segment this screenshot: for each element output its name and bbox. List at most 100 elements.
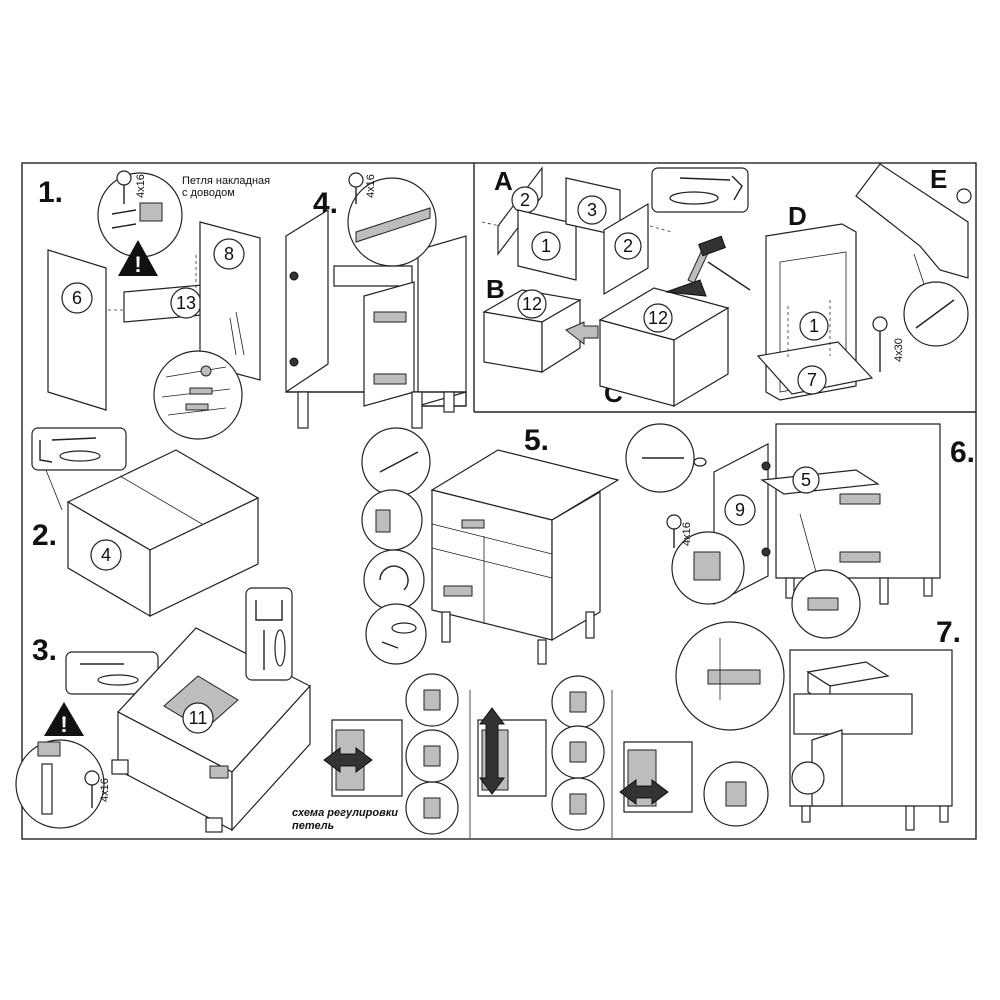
- outer-frame: [21, 162, 977, 840]
- leg-bracket-icon: [37, 741, 61, 757]
- cam-connector-icon: [59, 450, 101, 462]
- step5-detail-circle-2: [361, 489, 423, 551]
- svg-text:4x30: 4x30: [893, 338, 905, 362]
- hex-key-icon: [255, 600, 283, 621]
- drawer-rail-lower: [373, 373, 407, 385]
- step5-detail-circle-1: [361, 427, 431, 497]
- hinge-scheme-caption-line1: схема регулировки: [292, 807, 398, 819]
- part-11-marker: [182, 702, 214, 734]
- part-4-label: 4: [101, 545, 111, 565]
- step-7-number: 7.: [936, 616, 961, 649]
- screw-4x16-icon-step4: 4x16: [348, 172, 377, 204]
- leg-icon: [209, 765, 229, 779]
- part-5-label: 5: [801, 470, 811, 490]
- part-4-marker: [90, 539, 122, 571]
- step5-detail-circle-3: [363, 549, 425, 611]
- hinge-icon: [569, 691, 587, 713]
- part-8-label: 8: [224, 244, 234, 264]
- screw-4x16-icon-step1: 4x16: [116, 170, 147, 204]
- drawer-rail-icon: [707, 669, 761, 685]
- svg-text:!: !: [134, 252, 141, 277]
- svg-text:!: !: [60, 712, 67, 737]
- step-1: 1. 6 13 8 4x16 Петля накладная с доводом…: [38, 170, 270, 440]
- leg-adjuster-zoom-circle: [15, 739, 105, 829]
- cam-tool-zoom-box: [31, 427, 127, 471]
- cabinet-leg: [443, 391, 455, 413]
- scheme-vertical: [477, 675, 605, 831]
- scheme-depth: [619, 741, 769, 827]
- step-1-number: 1.: [38, 176, 63, 209]
- step-6-number: 6.: [950, 436, 975, 469]
- hinge-icon: [423, 797, 441, 819]
- cabinet-left-door: [285, 208, 329, 394]
- cam-tool-zoom-box: [651, 167, 749, 213]
- shelf-5: [760, 469, 880, 495]
- step-5-number: 5.: [524, 424, 549, 457]
- cabinet-inner-panel: [363, 281, 415, 407]
- letter-d: D: [788, 201, 807, 231]
- warning-icon-step3: !: [44, 702, 84, 737]
- hinge-adjustment-scheme: схема регулировки петель: [292, 673, 769, 835]
- panel-edge-icon: [375, 509, 391, 533]
- hinge-icon: [693, 551, 721, 581]
- cabinet-leg: [297, 391, 309, 429]
- step-3: 3. ! 4x16 11: [15, 587, 311, 833]
- letter-a: A: [494, 166, 513, 196]
- part-9-marker: [724, 494, 756, 526]
- sub-step-d: D 7 1 4x30: [756, 201, 905, 401]
- letter-b: B: [486, 274, 505, 304]
- screw-icon: [679, 177, 731, 181]
- hinge-caption-line1: Петля накладная: [182, 175, 270, 187]
- drawer-box-front: [483, 311, 543, 373]
- double-arrow-depth-icon: [619, 779, 669, 805]
- warning-icon-step1: !: [118, 240, 158, 277]
- cam-lock-icon: [200, 365, 212, 377]
- cam-dowel-zoom-circle: [153, 350, 243, 440]
- part-7-label: 7: [807, 370, 817, 390]
- leg: [939, 805, 949, 823]
- step-7: 7.: [675, 616, 961, 831]
- hammer-icon: [698, 235, 726, 257]
- step-3-number: 3.: [32, 634, 57, 667]
- screw-4x16-icon-step3: 4x16: [84, 770, 111, 808]
- step5-detail-circle-4: [365, 603, 427, 665]
- part-7-marker: [797, 365, 827, 395]
- shelf-pin-icon: [807, 597, 839, 611]
- knob-icon: [956, 188, 972, 204]
- hex-key-icon: [731, 175, 743, 201]
- hinge-icon: [761, 461, 771, 471]
- drawer-rail-detail-circle: [791, 761, 825, 795]
- leg: [537, 639, 547, 665]
- screw-icon: [379, 451, 419, 473]
- part-9-label: 9: [735, 500, 745, 520]
- step-5: 5.: [361, 424, 620, 665]
- hinge-icon: [139, 202, 163, 222]
- part-12-marker-b: [517, 289, 547, 319]
- step-4: 4. 4x16: [285, 172, 467, 429]
- cam-connector-icon: [274, 629, 286, 667]
- part-12-label-c: 12: [648, 308, 668, 328]
- hinge-icon: [289, 271, 299, 281]
- scheme-horizontal: схема регулировки петель: [292, 673, 459, 835]
- direction-arrow-icon: [565, 321, 599, 346]
- letter-e: E: [930, 164, 947, 194]
- part-1-label-a: 1: [541, 236, 551, 256]
- sub-step-e: E: [855, 163, 972, 347]
- cabinet-leg: [411, 391, 423, 429]
- leg: [585, 611, 595, 639]
- svg-text:4x16: 4x16: [99, 778, 111, 802]
- hinge-caption-line2: с доводом: [182, 187, 235, 199]
- wall-mount-corner: [855, 163, 969, 279]
- part-2-label-a: 2: [520, 190, 530, 210]
- hinge-scheme-caption-line2: петель: [292, 820, 334, 832]
- hinge-icon: [569, 793, 587, 815]
- sub-step-b: B 12: [482, 274, 599, 374]
- leg: [905, 805, 915, 831]
- hinge-icon: [725, 781, 747, 807]
- part-12-label-b: 12: [522, 294, 542, 314]
- step-6: 6. 9 5 4x16: [625, 423, 975, 639]
- screw-size-label: 4x16: [135, 174, 147, 198]
- panel-6: [47, 249, 107, 411]
- double-arrow-vertical-icon: [479, 707, 505, 795]
